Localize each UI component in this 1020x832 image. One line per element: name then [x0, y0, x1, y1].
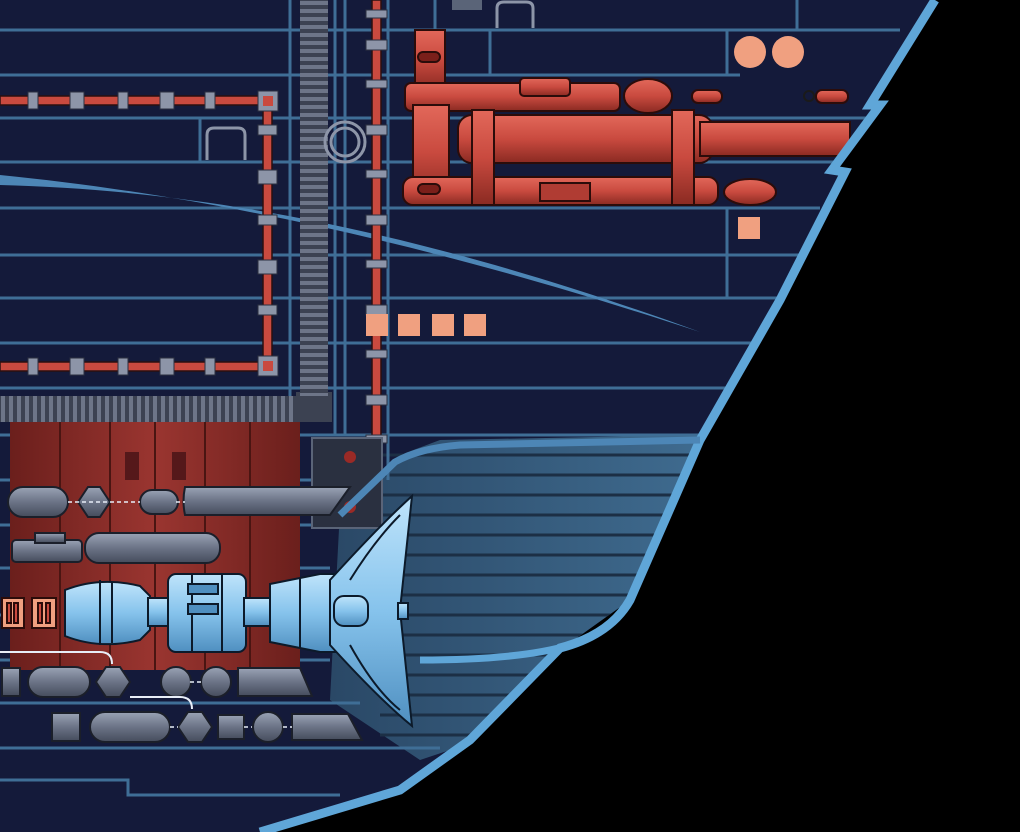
indicator-square	[738, 217, 760, 239]
hatch-doors	[205, 0, 535, 164]
ribbed-conduit-horizontal	[0, 396, 330, 422]
cargo-modules	[1, 486, 364, 743]
indicator-square	[464, 314, 486, 336]
indicator-circle	[734, 36, 766, 68]
deck-lines	[0, 0, 900, 797]
fuel-pipe-assembly	[402, 29, 851, 206]
indicator-square	[432, 314, 454, 336]
indicator-square	[398, 314, 420, 336]
main-engine	[64, 493, 414, 729]
indicator-circle	[772, 36, 804, 68]
indicator-lights	[366, 36, 804, 336]
indicator-square	[366, 314, 388, 336]
coolant-lines	[0, 0, 388, 444]
engine-bay-outline	[337, 436, 701, 518]
ribbed-conduit-vertical	[300, 0, 328, 396]
fuel-cells	[1, 597, 57, 629]
